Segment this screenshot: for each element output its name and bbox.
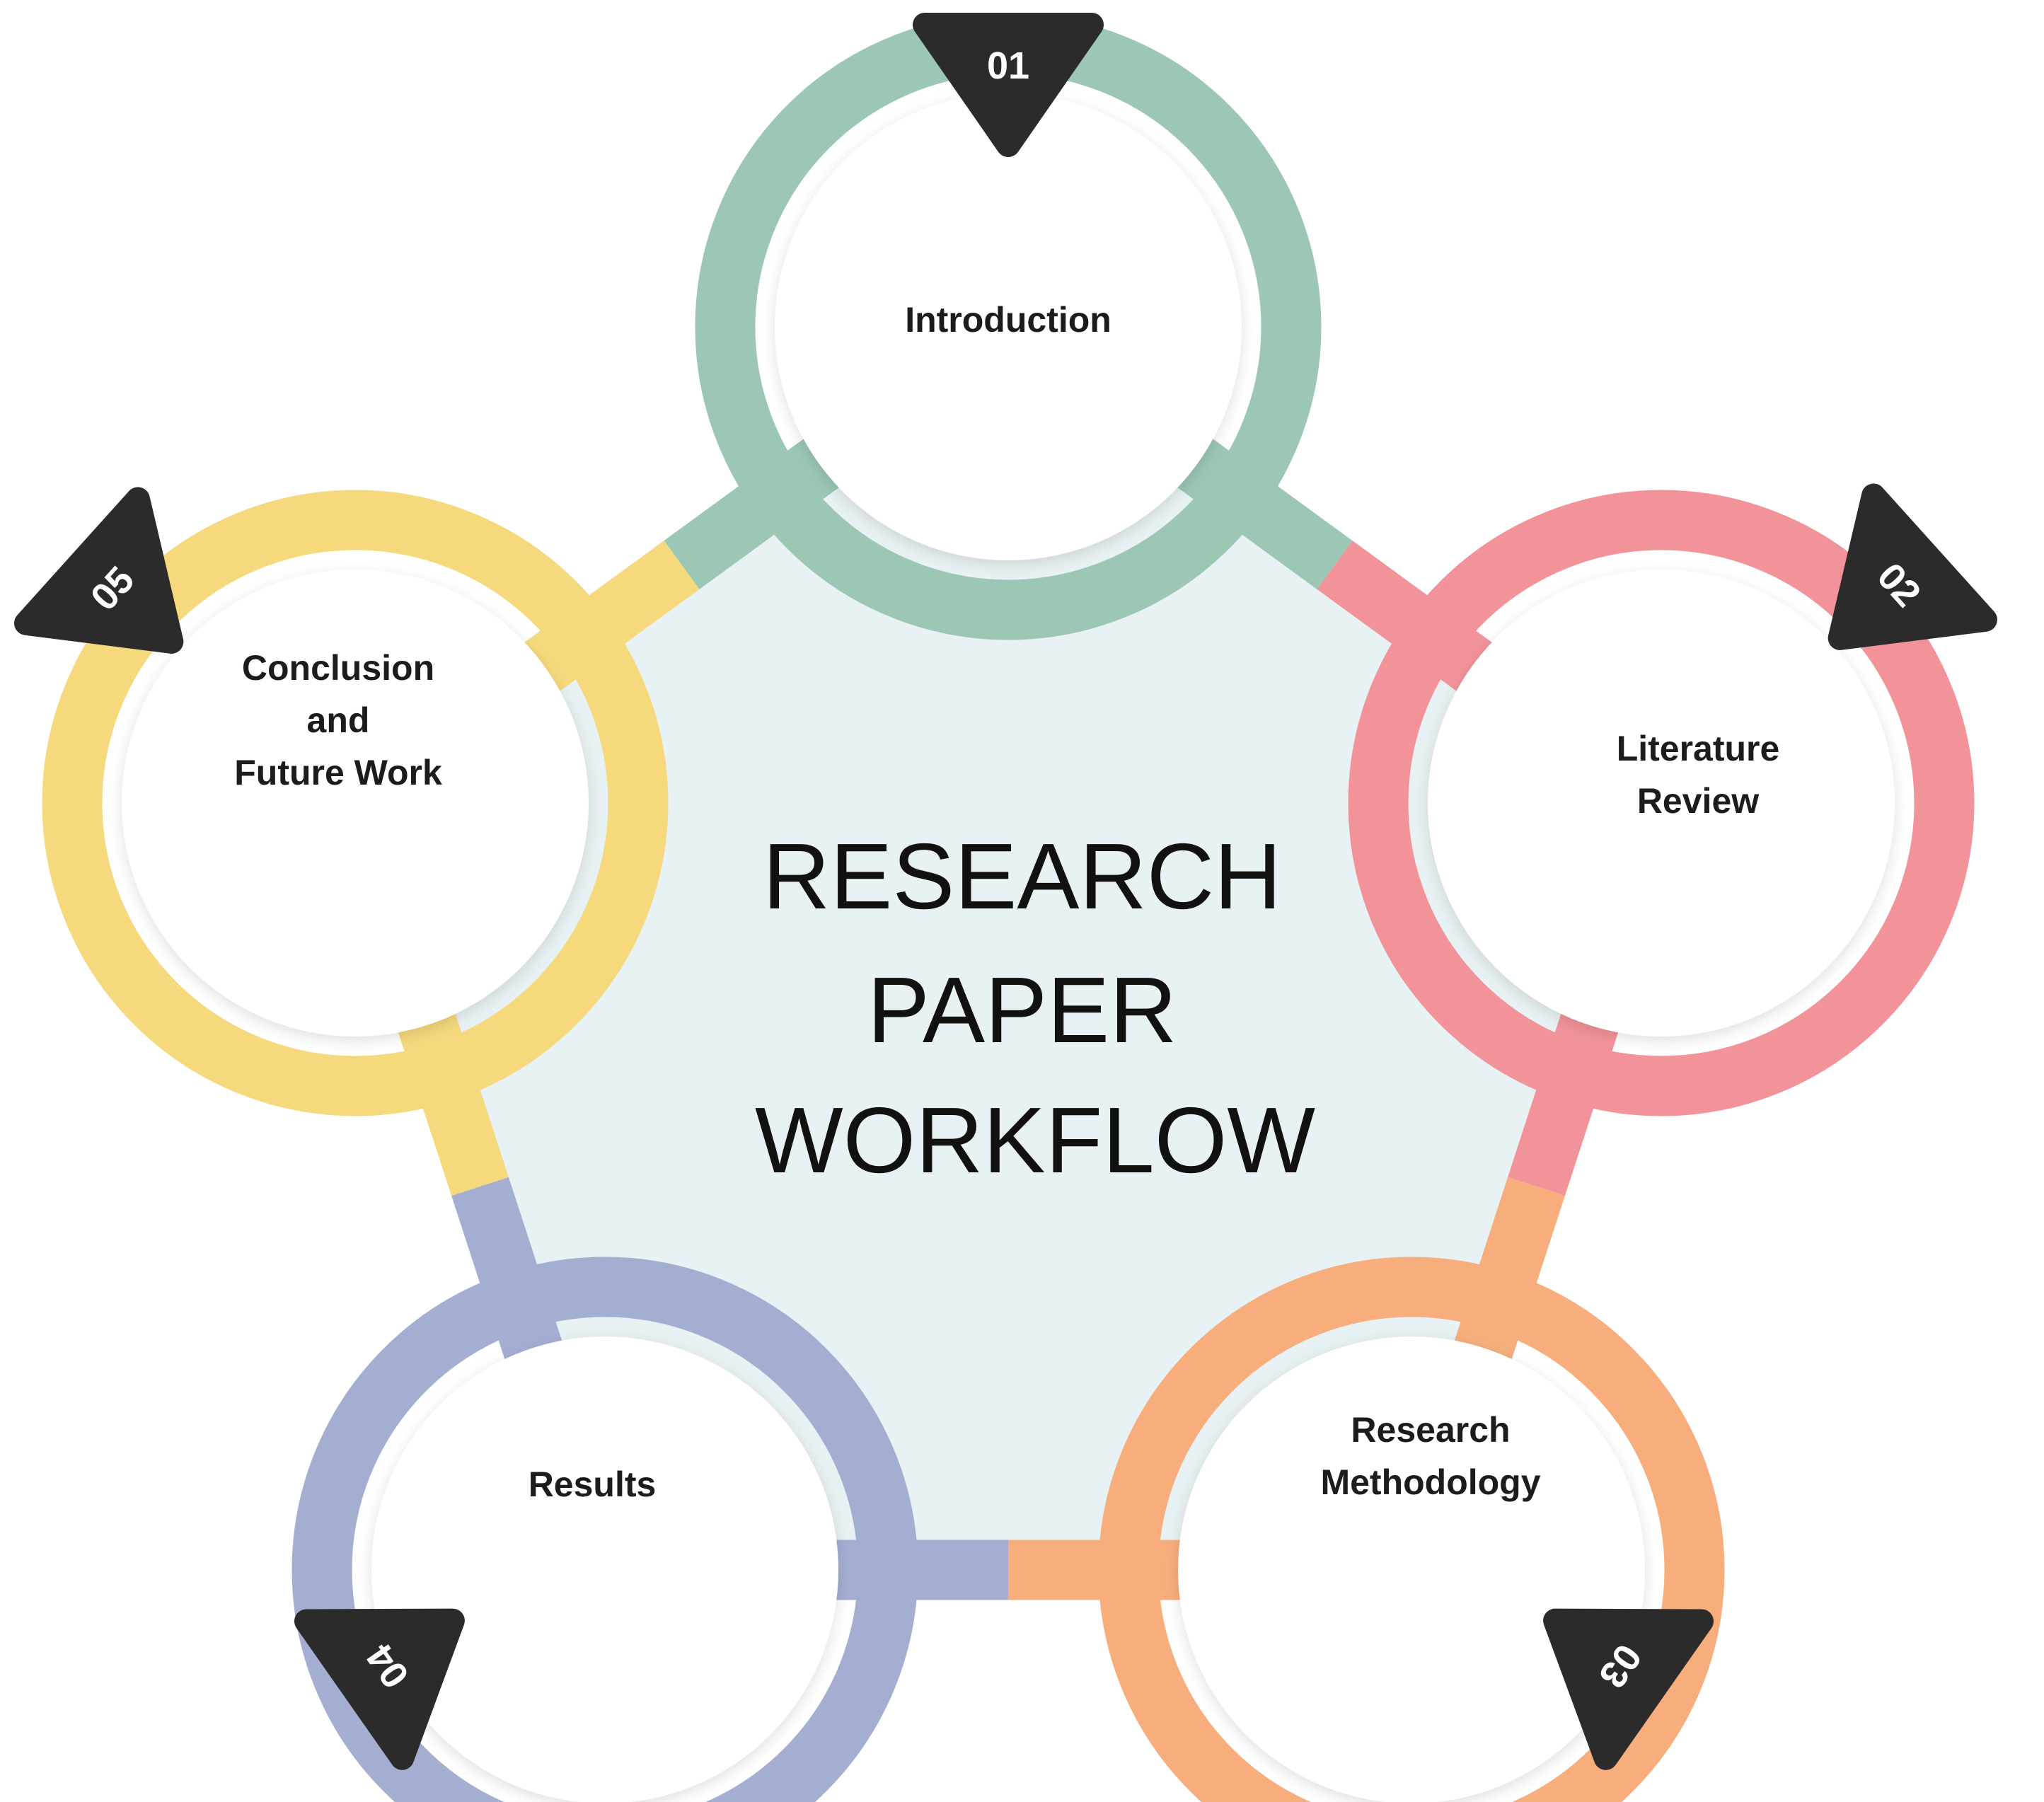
badge-triangle-icon xyxy=(913,13,1104,157)
center-pentagon xyxy=(355,327,1661,1570)
step-label-line: Research xyxy=(1351,1410,1510,1450)
step-circle-02 xyxy=(1428,570,1895,1036)
step-circle-03 xyxy=(1178,1336,1645,1802)
step-number: 01 xyxy=(987,45,1029,87)
step-label-line: Introduction xyxy=(905,300,1112,340)
step-badges: 01 02 03 04 05 xyxy=(14,13,1997,1770)
step-ring-04 xyxy=(291,1257,918,1802)
step-badge-01: 01 xyxy=(913,13,1104,157)
step-circle-05 xyxy=(122,570,589,1036)
badge-triangle-icon xyxy=(1828,483,1997,650)
step-ring-02 xyxy=(1348,490,1975,1116)
step-ring-05 xyxy=(42,490,669,1116)
step-badge-05: 05 xyxy=(14,487,184,654)
step-label-01: Introduction xyxy=(905,300,1112,340)
step-label-line: and xyxy=(307,700,370,740)
step-badge-04: 04 xyxy=(294,1608,465,1770)
step-label-line: Results xyxy=(529,1465,657,1504)
badge-triangle-icon xyxy=(294,1608,465,1770)
title-line-1: RESEARCH xyxy=(763,824,1281,928)
title-line-3: WORKFLOW xyxy=(755,1088,1315,1192)
step-badge-02: 02 xyxy=(1828,483,1997,650)
step-badge-03: 03 xyxy=(1543,1608,1714,1770)
step-label-line: Literature xyxy=(1617,729,1780,768)
diagram-title: RESEARCH PAPER WORKFLOW xyxy=(755,824,1315,1192)
step-label-line: Review xyxy=(1637,781,1759,821)
step-label-04: Results xyxy=(529,1465,657,1504)
badge-triangle-icon xyxy=(1543,1608,1714,1770)
step-circle-01 xyxy=(775,93,1242,560)
title-line-2: PAPER xyxy=(867,958,1177,1062)
step-ring-03 xyxy=(1098,1257,1725,1802)
step-label-line: Conclusion xyxy=(242,648,434,688)
step-label-line: Future Work xyxy=(234,753,442,792)
badge-triangle-icon xyxy=(14,487,184,654)
step-label-line: Methodology xyxy=(1320,1462,1540,1502)
step-circle-04 xyxy=(371,1336,838,1802)
